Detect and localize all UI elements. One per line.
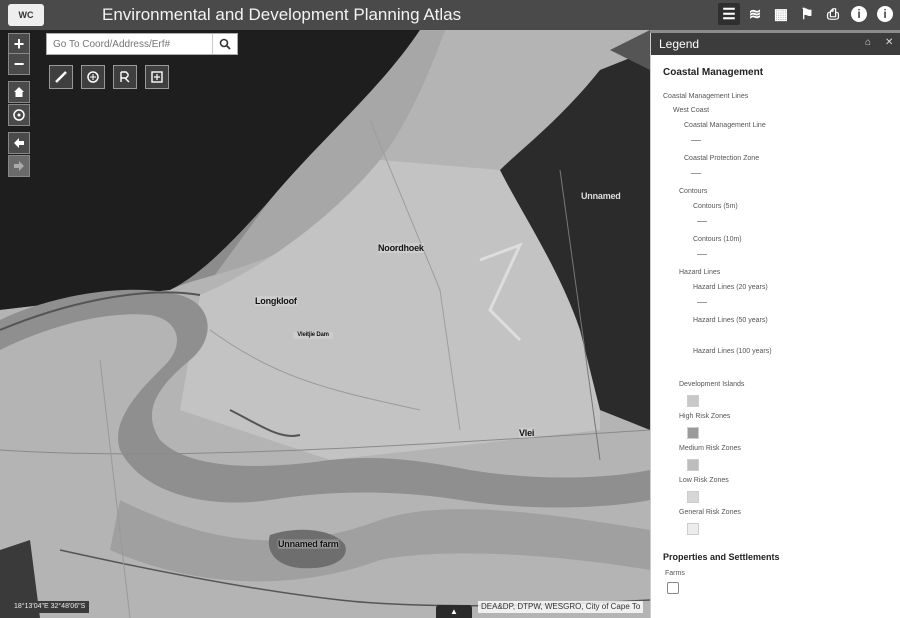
legend-symbol-cp-zone (691, 173, 701, 174)
legend-item-farms: Farms (665, 570, 685, 577)
layers-icon[interactable]: ≋ (748, 6, 762, 23)
pin-icon[interactable]: ⌂ (865, 37, 872, 48)
legend-title: Legend (659, 37, 700, 51)
legend-swatch-general-risk (687, 523, 699, 535)
app-header: WC Environmental and Development Plannin… (0, 0, 900, 30)
legend-symbol-contours-5m (697, 221, 707, 222)
extract-tool-button[interactable] (145, 65, 169, 89)
legend-list-icon[interactable]: ☰ (718, 3, 740, 25)
western-cape-logo: WC (8, 4, 44, 26)
locate-button[interactable] (8, 104, 30, 126)
legend-item-hazard-20: Hazard Lines (20 years) (693, 284, 768, 291)
legend-body: Coastal Management Coastal Management Li… (651, 55, 900, 615)
place-label-small-note: Vleitjie Dam (293, 332, 333, 339)
logo-caption (48, 4, 88, 26)
legend-item-dev-islands: Development Islands (679, 381, 745, 388)
draw-icon (87, 71, 99, 83)
legend-swatch-farms (667, 582, 679, 594)
measure-tool-button[interactable] (49, 65, 73, 89)
legend-symbol-cm-line (691, 140, 701, 141)
draw-tool-button[interactable] (81, 65, 105, 89)
legend-item-contours-5m: Contours (5m) (693, 203, 738, 210)
legend-item-general-risk: General Risk Zones (679, 509, 741, 516)
legend-item-hazard-lines: Hazard Lines (679, 269, 721, 276)
basemap-gallery-icon[interactable]: ▦ (773, 6, 789, 23)
next-extent-button[interactable] (8, 155, 30, 177)
legend-item-low-risk: Low Risk Zones (679, 477, 729, 484)
search-icon (219, 38, 231, 50)
home-icon (14, 87, 24, 97)
query-tool-button[interactable] (113, 65, 137, 89)
legend-item-high-risk: High Risk Zones (679, 413, 731, 420)
legend-item-hazard-100: Hazard Lines (100 years) (693, 348, 772, 355)
extract-icon (151, 71, 163, 83)
map-attribution: DEA&DP, DTPW, WESGRO, City of Cape To (478, 601, 644, 613)
coordinates-readout: 18°13'04"E 32°48'06"S (10, 601, 90, 613)
legend-item-hazard-50: Hazard Lines (50 years) (693, 317, 768, 324)
search-input[interactable] (51, 34, 213, 54)
legend-item-cm-lines: Coastal Management Lines (663, 93, 749, 100)
place-label-east: Unnamed (581, 191, 621, 201)
arrow-right-icon (14, 161, 24, 171)
search-button[interactable] (212, 34, 237, 54)
place-label-longkloof: Longkloof (255, 296, 297, 306)
legend-swatch-medium-risk (687, 459, 699, 471)
bookmark-icon[interactable]: ⚑ (800, 6, 814, 23)
legend-symbol-contours-10m (697, 254, 707, 255)
previous-extent-button[interactable] (8, 132, 30, 154)
query-icon (120, 71, 130, 83)
aerial-imagery (0, 30, 651, 618)
ruler-icon (55, 71, 67, 83)
legend-swatch-high-risk (687, 427, 699, 439)
legend-item-medium-risk: Medium Risk Zones (679, 445, 741, 452)
home-button[interactable] (8, 81, 30, 103)
info-icon[interactable]: i (848, 3, 870, 25)
about-icon[interactable]: i (874, 3, 896, 25)
place-label-noordhoek: Noordhoek (378, 243, 424, 253)
app-title: Environmental and Development Planning A… (102, 5, 462, 24)
legend-item-west-coast: West Coast (673, 107, 710, 114)
locate-icon (13, 109, 25, 121)
zoom-out-button[interactable]: − (8, 53, 30, 75)
legend-group-coastal-management: Coastal Management (663, 67, 764, 78)
legend-symbol-hazard-20 (697, 302, 707, 303)
legend-panel: Legend ⌂ ✕ Coastal Management Coastal Ma… (650, 33, 900, 618)
search-box (46, 33, 238, 55)
expand-panel-tab[interactable]: ▲ (436, 605, 472, 618)
arrow-left-icon (14, 138, 24, 148)
legend-swatch-dev-islands (687, 395, 699, 407)
legend-item-cp-zone: Coastal Protection Zone (684, 155, 760, 162)
legend-item-contours-10m: Contours (10m) (693, 236, 742, 243)
legend-header: Legend ⌂ ✕ (651, 33, 900, 55)
place-label-dam: Unnamed farm (278, 539, 339, 549)
legend-swatch-low-risk (687, 491, 699, 503)
legend-item-cm-line: Coastal Management Line (684, 122, 766, 129)
close-icon[interactable]: ✕ (885, 37, 894, 48)
legend-item-contours: Contours (679, 188, 708, 195)
legend-group-properties: Properties and Settlements (663, 552, 780, 562)
header-toolbar: ☰ ≋ ▦ ⚑ ⎙ i i (718, 3, 896, 25)
print-icon[interactable]: ⎙ (826, 5, 839, 23)
place-label-vlei: Vlei (519, 428, 535, 438)
zoom-in-button[interactable]: + (8, 33, 30, 55)
